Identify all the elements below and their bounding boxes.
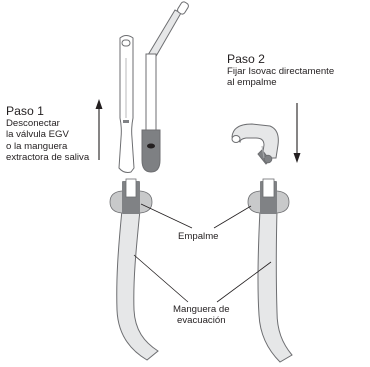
right-evacuation-hose	[247, 178, 293, 363]
left-evacuation-hose	[109, 178, 159, 361]
evacuation-hose-label-line: evacuación	[177, 315, 226, 327]
step-2-line: al empalme	[227, 77, 277, 89]
empalme-callout-lines	[140, 203, 252, 229]
egv-valve-instrument	[141, 1, 189, 173]
step-1-line: extractora de saliva	[6, 152, 90, 164]
saliva-ejector-tube	[118, 35, 135, 173]
step-2-label: Paso 2 Fijar Isovac directamente al empa…	[227, 52, 334, 89]
evacuation-hose-label: Manguera de evacuación	[173, 304, 230, 327]
step-2-title: Paso 2	[227, 52, 265, 66]
attach-down-arrow	[293, 103, 301, 163]
step-1-line: la válvula EGV	[6, 129, 69, 141]
remove-up-arrow	[95, 99, 103, 160]
empalme-label: Empalme	[178, 231, 219, 242]
evacuation-hose-label-line: Manguera de	[173, 304, 230, 315]
step-2-line: Fijar Isovac directamente	[227, 66, 335, 77]
step-1-line: Desconectar	[6, 118, 60, 129]
step-1-title: Paso 1	[6, 104, 44, 118]
isovac-elbow-adapter	[231, 123, 279, 165]
step-1-label: Paso 1 Desconectar la válvula EGV o la m…	[6, 104, 89, 164]
step-1-line: o la manguera	[6, 140, 68, 152]
manguera-callout-lines	[133, 254, 272, 303]
